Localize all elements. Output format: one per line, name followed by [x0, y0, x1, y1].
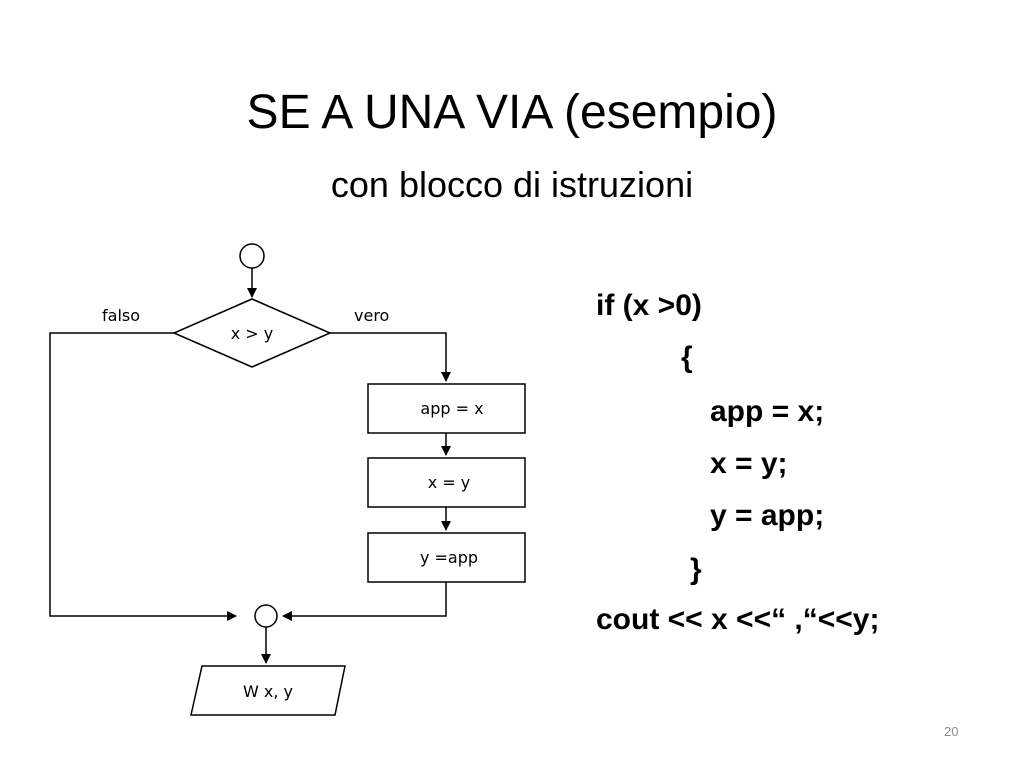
step-box-2 [367, 457, 526, 508]
decision-diamond [172, 298, 332, 368]
step-label-2: x = y [428, 473, 471, 492]
page-number: 20 [944, 724, 959, 739]
true-label: vero [354, 306, 389, 325]
code-line-y: y = app; [710, 499, 825, 532]
false-branch-line [49, 332, 237, 621]
slide-title: SE A UNA VIA (esempio) [246, 86, 778, 139]
merge-line [282, 582, 447, 621]
true-branch-line [330, 332, 451, 382]
output-box [190, 665, 346, 716]
code-line-open-brace: { [681, 341, 693, 374]
false-label: falso [102, 306, 140, 325]
join-node [254, 604, 278, 628]
code-line-cout: cout << x <<“ ,“<<y; [596, 603, 880, 636]
code-line-app: app = x; [710, 395, 825, 428]
code-line-close-brace: } [690, 553, 702, 586]
start-node [239, 243, 265, 269]
decision-condition: x > y [231, 324, 274, 343]
slide-subtitle: con blocco di istruzioni [330, 164, 694, 205]
code-line-if: if (x >0) [596, 289, 702, 322]
step-label-3: y =app [420, 548, 478, 567]
code-line-x: x = y; [710, 447, 788, 480]
output-label: W x, y [243, 682, 293, 701]
step-label-1: app = x [420, 399, 483, 418]
